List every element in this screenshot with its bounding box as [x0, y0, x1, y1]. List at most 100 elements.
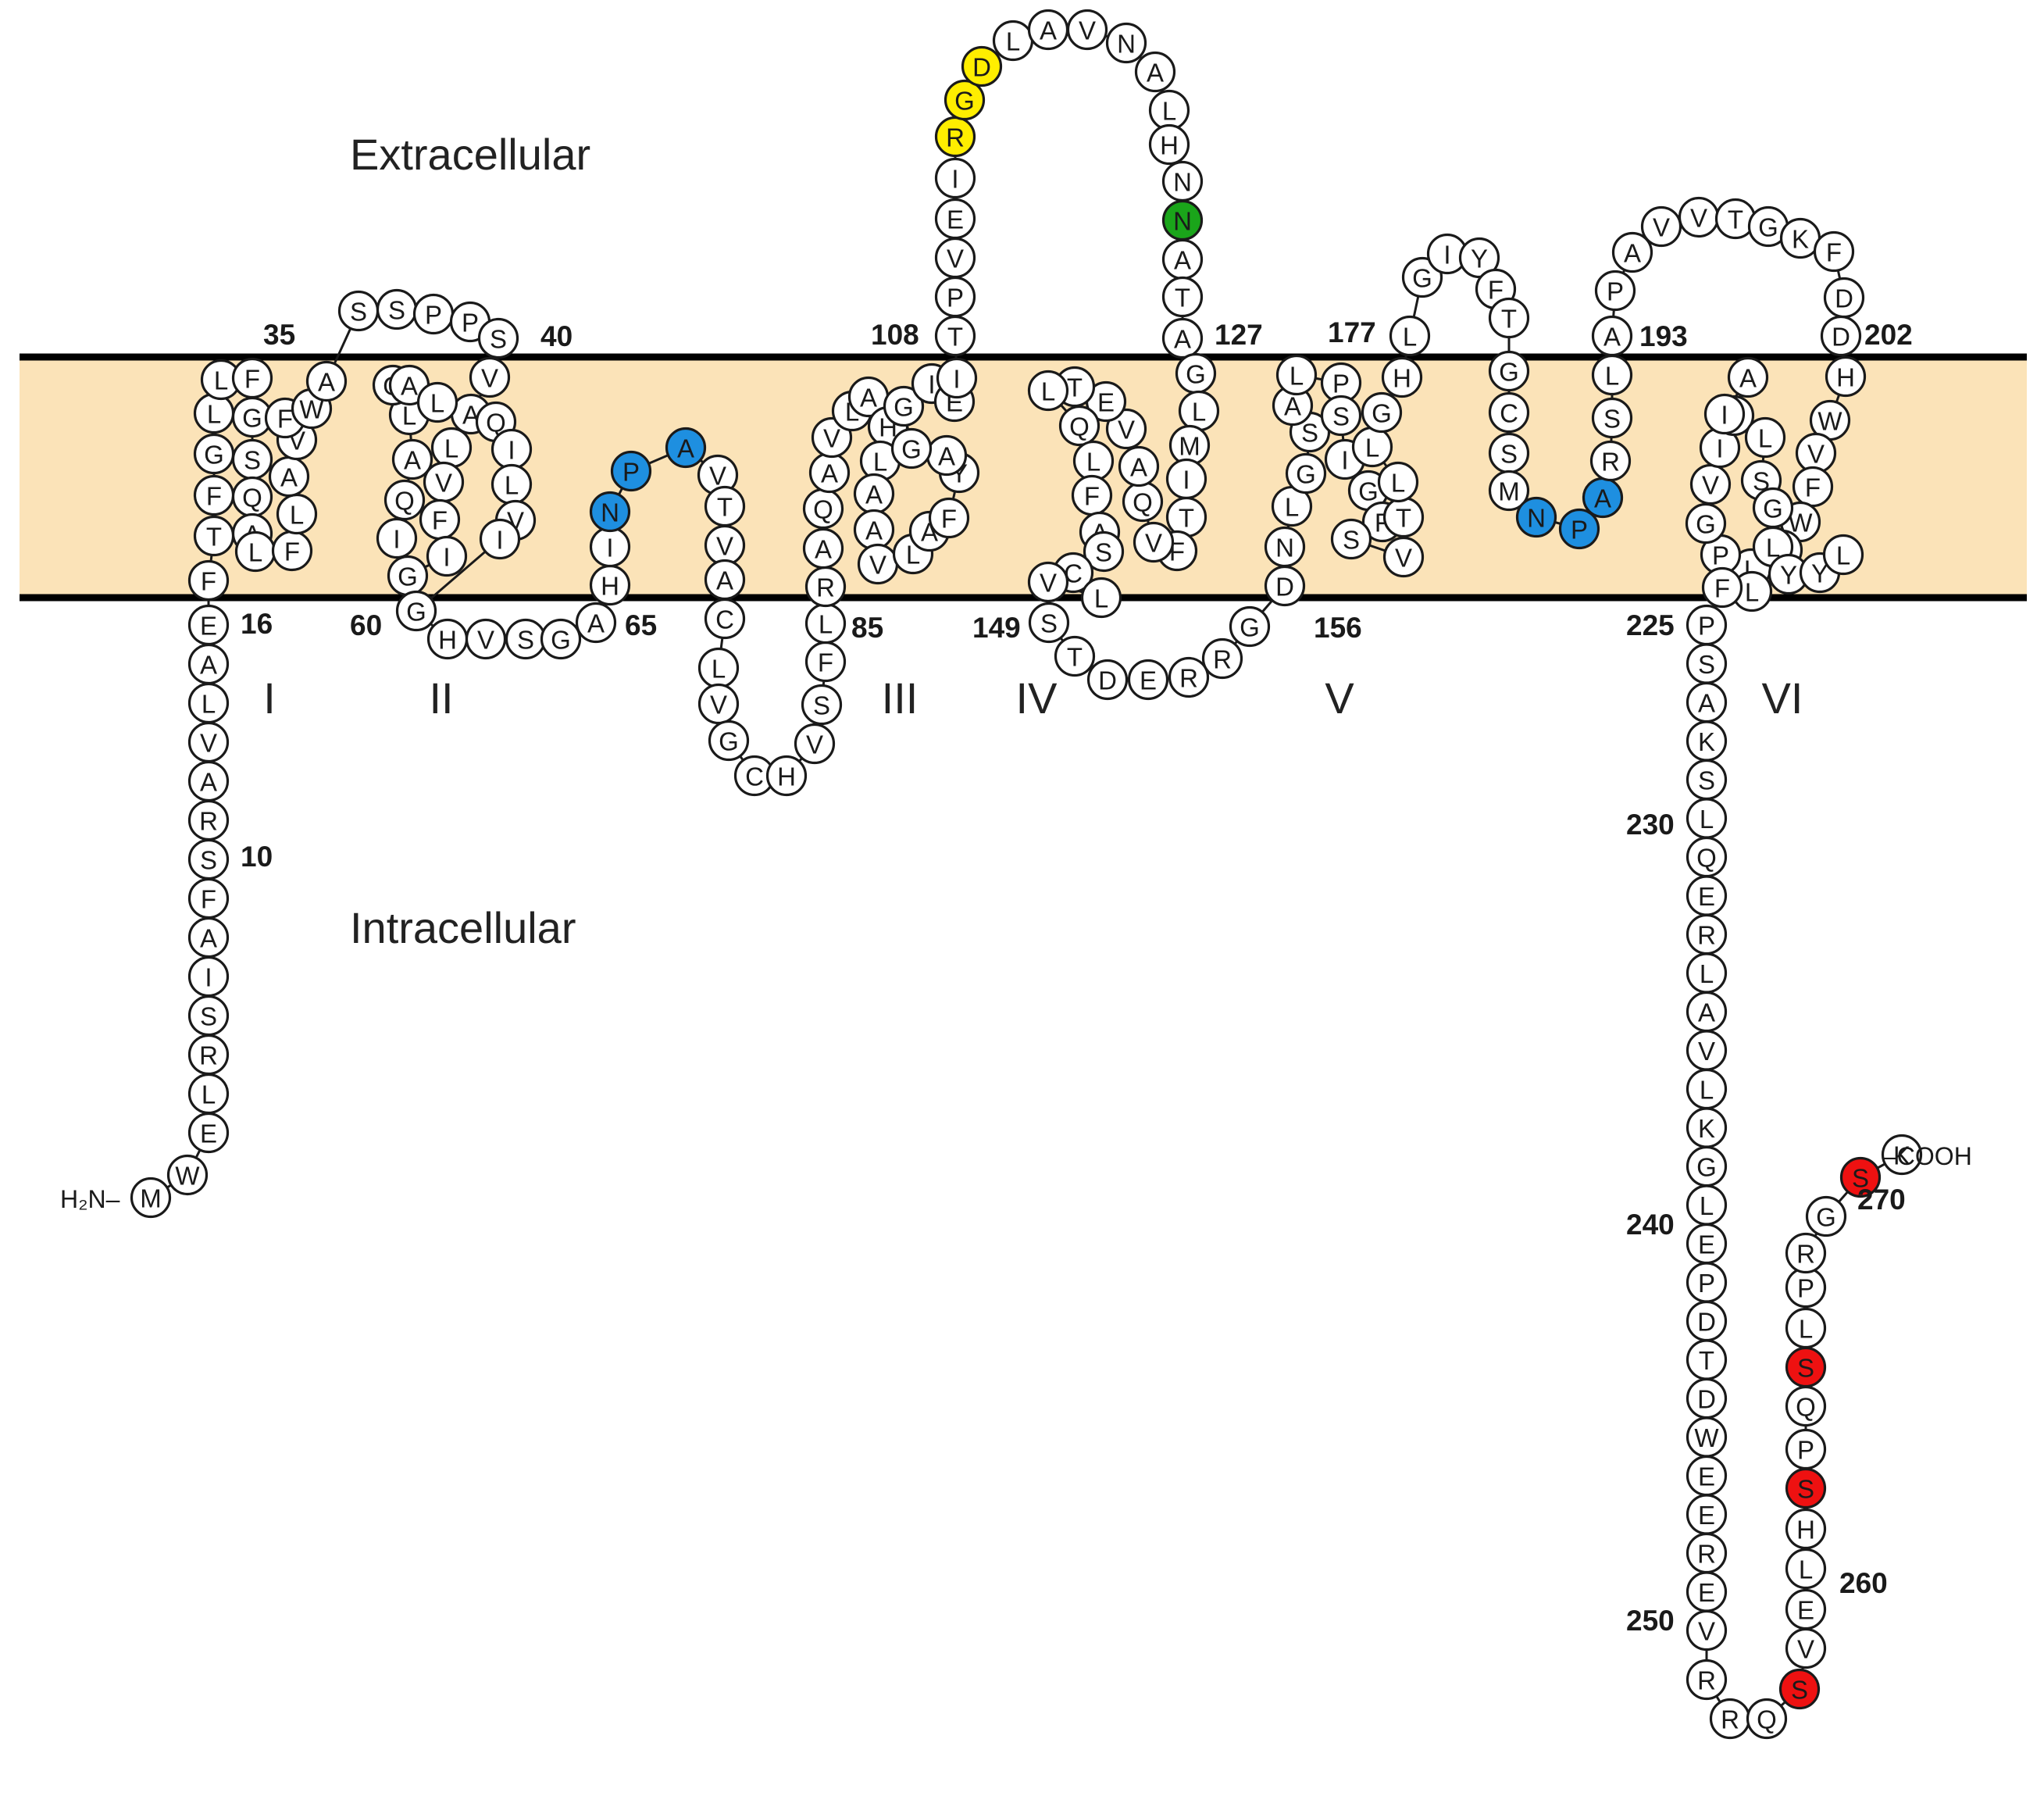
residue-circle	[479, 518, 521, 560]
residue-letter: T	[717, 493, 733, 522]
residue: F	[419, 498, 461, 541]
residue-letter: L	[1700, 1191, 1714, 1220]
residue: S	[187, 994, 230, 1037]
residue-circle	[1589, 440, 1632, 482]
residue-letter: A	[1603, 323, 1621, 352]
residue-letter: P	[1698, 612, 1715, 641]
residue-letter: I	[443, 543, 450, 572]
residue-letter: T	[947, 323, 963, 352]
residue-letter: I	[1443, 241, 1450, 270]
residue-circle	[1703, 393, 1746, 435]
residue-circle	[934, 198, 976, 240]
residue: R	[1201, 637, 1243, 680]
residue-letter: A	[1174, 325, 1191, 354]
residue: H	[1148, 123, 1190, 166]
residue-letter: L	[1285, 493, 1299, 522]
residue-letter: C	[745, 762, 764, 791]
residue-letter: V	[1118, 416, 1135, 445]
residue: V	[857, 543, 899, 585]
residue-letter: I	[205, 963, 212, 992]
residue: A	[665, 427, 707, 469]
residue: D	[1820, 315, 1862, 357]
number-label: 65	[625, 609, 657, 641]
residue: V	[704, 524, 746, 566]
residue: K	[1881, 1134, 1923, 1176]
residue-circle	[1105, 22, 1147, 64]
residue-circle	[1382, 536, 1425, 578]
residue-letter: L	[1700, 805, 1714, 834]
residue-letter: I	[606, 534, 613, 562]
residue: N	[1264, 526, 1306, 568]
residue-letter: A	[938, 442, 955, 471]
residue: E	[1685, 875, 1728, 916]
residue: A	[1118, 445, 1160, 487]
residue-circle	[1381, 356, 1423, 398]
residue-letter: H	[1836, 363, 1855, 392]
residue-letter: Q	[1757, 1705, 1777, 1734]
residue-letter: L	[430, 389, 444, 418]
residue-circle	[469, 356, 511, 398]
residue: F	[271, 530, 313, 572]
residue: E	[1685, 1223, 1728, 1265]
residue-letter: H	[601, 572, 619, 601]
residue: G	[1685, 502, 1727, 545]
residue-circle	[1133, 521, 1175, 563]
residue-letter: L	[873, 448, 887, 477]
residue: G	[193, 433, 235, 475]
residue: T	[704, 485, 746, 527]
residue: S	[1330, 518, 1372, 560]
residue-letter: G	[1296, 460, 1316, 489]
residue: D	[1685, 1377, 1728, 1419]
residue: F	[187, 877, 230, 919]
residue: G	[1488, 350, 1530, 392]
residue: T	[934, 315, 976, 357]
residue-circle	[936, 357, 978, 399]
residue: W	[1685, 1416, 1728, 1458]
residue: L	[1685, 798, 1728, 839]
residue: A	[305, 360, 348, 402]
residue-circle	[187, 604, 230, 646]
residue-circle	[1401, 256, 1443, 298]
residue-circle	[1785, 1307, 1827, 1349]
residue: A	[187, 643, 230, 685]
residue: L	[1080, 577, 1122, 619]
residue: V	[1105, 408, 1147, 450]
residue-letter: A	[1594, 484, 1611, 513]
residue: E	[1685, 1571, 1728, 1612]
residue-letter: P	[1797, 1436, 1814, 1465]
residue-letter: G	[719, 727, 739, 756]
residue: L	[490, 463, 533, 505]
residue: G	[1361, 391, 1403, 434]
residue-circle	[708, 720, 750, 762]
residue-letter: G	[204, 441, 224, 470]
residue-letter: S	[813, 691, 830, 720]
residue: V	[1382, 536, 1425, 578]
residue: Q	[1746, 1698, 1788, 1740]
residue: A	[268, 455, 310, 498]
residue: G	[1805, 1195, 1847, 1237]
residue-letter: R	[1601, 448, 1620, 477]
residue-letter: E	[200, 612, 217, 641]
residue-letter: S	[388, 296, 405, 325]
residue-letter: S	[1852, 1164, 1869, 1193]
residue-letter: L	[248, 538, 262, 567]
residue-circle	[1080, 577, 1122, 619]
residue-letter: I	[1716, 434, 1723, 463]
residue-letter: M	[1179, 432, 1200, 461]
residue-letter: S	[1040, 609, 1058, 638]
residue: A	[1611, 231, 1653, 273]
residue-circle	[540, 618, 582, 660]
residue: T	[1165, 496, 1207, 538]
residue-letter: D	[1275, 573, 1294, 602]
number-label: 108	[871, 319, 919, 351]
residue: E	[1685, 1455, 1728, 1497]
residue-letter: L	[1836, 541, 1850, 570]
residue-letter: V	[435, 469, 452, 498]
residue-letter: P	[622, 458, 640, 487]
residue-letter: C	[715, 605, 734, 634]
residue-circle	[1377, 461, 1419, 503]
residue: L	[1148, 89, 1190, 131]
residue-letter: I	[1341, 446, 1348, 475]
residue-letter: N	[1275, 534, 1294, 562]
residue-circle	[1805, 1195, 1847, 1237]
